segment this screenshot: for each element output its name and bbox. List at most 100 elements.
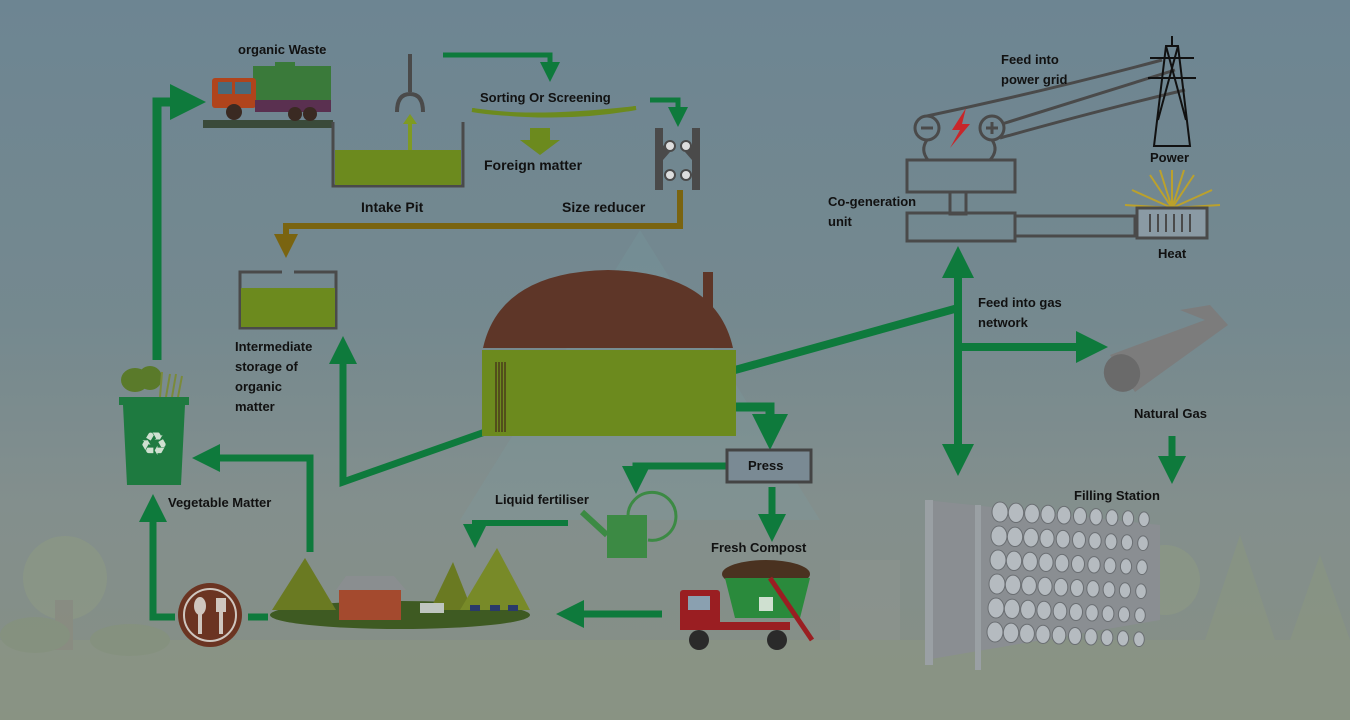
garbage-truck-icon — [203, 62, 333, 128]
gas-cylinder — [1007, 502, 1025, 523]
power-tower-icon — [1148, 36, 1196, 147]
label-foreign-matter: Foreign matter — [484, 157, 583, 173]
gas-cylinder — [1071, 555, 1085, 573]
radiator-heat-icon — [1124, 169, 1221, 240]
arrow-digester-to-press — [735, 402, 788, 450]
gas-cylinder — [1019, 623, 1035, 644]
gas-cylinder — [1104, 533, 1118, 550]
label-sorting: Sorting Or Screening — [480, 90, 611, 105]
flow-arrows — [139, 52, 1186, 628]
shredder-icon — [655, 128, 700, 190]
gas-cylinder — [1121, 510, 1135, 527]
arrow-press-to-fertiliser — [622, 462, 727, 494]
gas-cylinder — [1086, 580, 1100, 598]
gas-cylinder — [1040, 504, 1056, 525]
gas-cylinder — [1118, 582, 1132, 599]
gas-cylinder — [1024, 503, 1040, 524]
label-intake-pit: Intake Pit — [361, 199, 424, 215]
gas-cylinder — [1035, 624, 1051, 645]
gas-cylinder-rack-icon — [925, 500, 1160, 670]
gas-cylinder — [1036, 600, 1052, 621]
gas-cylinder — [1055, 529, 1071, 549]
gas-cylinder — [990, 525, 1008, 547]
arrow-to-sorting — [443, 52, 560, 82]
label-feed-power-grid: Feed into power grid — [1001, 52, 1068, 87]
label-vegetable-matter: Vegetable Matter — [168, 495, 272, 510]
gas-cylinder — [1037, 576, 1053, 597]
gas-cylinder — [1084, 628, 1098, 646]
gas-cylinder — [1003, 598, 1021, 619]
label-organic-waste: organic Waste — [238, 42, 327, 57]
arrow-digester-to-storage — [329, 336, 487, 487]
gas-cylinder — [1002, 622, 1020, 643]
recycle-bin-icon: ♻ — [119, 366, 189, 485]
lightning-icon — [950, 108, 970, 148]
gas-cylinder — [987, 597, 1005, 619]
gas-cylinder — [1134, 607, 1146, 624]
gas-cylinder — [1119, 558, 1133, 575]
gas-cylinder — [1087, 556, 1101, 574]
label-cogeneration: Co-generation unit — [828, 194, 917, 229]
press-box — [725, 448, 813, 484]
gas-cylinder — [1101, 605, 1115, 622]
gas-cylinder — [1023, 527, 1039, 548]
watering-can-icon — [579, 490, 678, 558]
gas-cylinder — [1053, 577, 1069, 597]
label-natural-gas: Natural Gas — [1134, 406, 1207, 421]
gas-cylinder — [989, 549, 1007, 571]
label-filling-station: Filling Station — [1074, 488, 1160, 503]
gas-cylinder — [1038, 552, 1054, 573]
arrow-food-to-bin — [139, 494, 175, 621]
label-press: Press — [748, 458, 784, 473]
gas-cylinder — [1133, 631, 1145, 648]
gas-cylinder — [1006, 526, 1024, 547]
label-power: Power — [1150, 150, 1190, 165]
arrow-to-storage — [274, 190, 683, 258]
gas-cylinder — [1073, 507, 1087, 525]
gas-cylinder — [1068, 627, 1082, 645]
label-liquid-fertiliser: Liquid fertiliser — [495, 492, 589, 507]
gas-cylinder — [1021, 575, 1037, 596]
gas-cylinder — [1088, 532, 1102, 550]
arrow-farm-to-bin — [192, 444, 314, 552]
gas-cylinder — [1072, 531, 1086, 549]
gas-cylinder — [1070, 579, 1084, 597]
gas-cylinder — [988, 573, 1006, 595]
biogas-digester-icon — [482, 270, 736, 436]
gas-cylinder — [1136, 559, 1148, 576]
gas-cylinder — [1056, 505, 1072, 525]
arrow-bin-to-waste — [152, 84, 206, 360]
gas-cylinder — [1022, 551, 1038, 572]
gas-cylinder — [1117, 606, 1131, 623]
intake-pit — [331, 114, 465, 188]
gas-cylinder — [1100, 629, 1114, 646]
gas-cylinder — [1120, 534, 1134, 551]
sorting-screen — [471, 106, 637, 155]
gas-cylinder — [1052, 601, 1068, 621]
farm-landscape-icon — [270, 548, 530, 629]
gas-cylinder — [1105, 509, 1119, 526]
label-fresh-compost: Fresh Compost — [711, 540, 807, 555]
arrow-to-size-reducer — [650, 97, 688, 127]
label-feed-gas-network: Feed into gas network — [978, 295, 1062, 330]
arrow-fertiliser-to-farm — [463, 520, 568, 548]
gas-cylinder — [1135, 583, 1147, 600]
gas-cylinder — [1051, 625, 1067, 645]
arrow-digester-to-hub — [733, 304, 960, 374]
foreign-matter-arrow — [520, 128, 560, 155]
gas-cylinder — [1020, 599, 1036, 620]
gas-cylinder — [1102, 581, 1116, 598]
gas-cylinder — [1054, 553, 1070, 573]
gas-cylinder — [1039, 528, 1055, 549]
gas-cylinder — [1089, 508, 1103, 526]
gas-cylinder — [1116, 630, 1130, 647]
gas-cylinder — [1103, 557, 1117, 574]
gas-cylinder — [1085, 604, 1099, 622]
fork-spoon-icon — [178, 583, 242, 647]
gas-cylinder — [991, 501, 1009, 523]
gas-cylinder — [1137, 535, 1149, 552]
gas-cylinder — [986, 621, 1004, 643]
svg-text:♻: ♻ — [140, 425, 169, 463]
gas-cylinder — [1069, 603, 1083, 621]
